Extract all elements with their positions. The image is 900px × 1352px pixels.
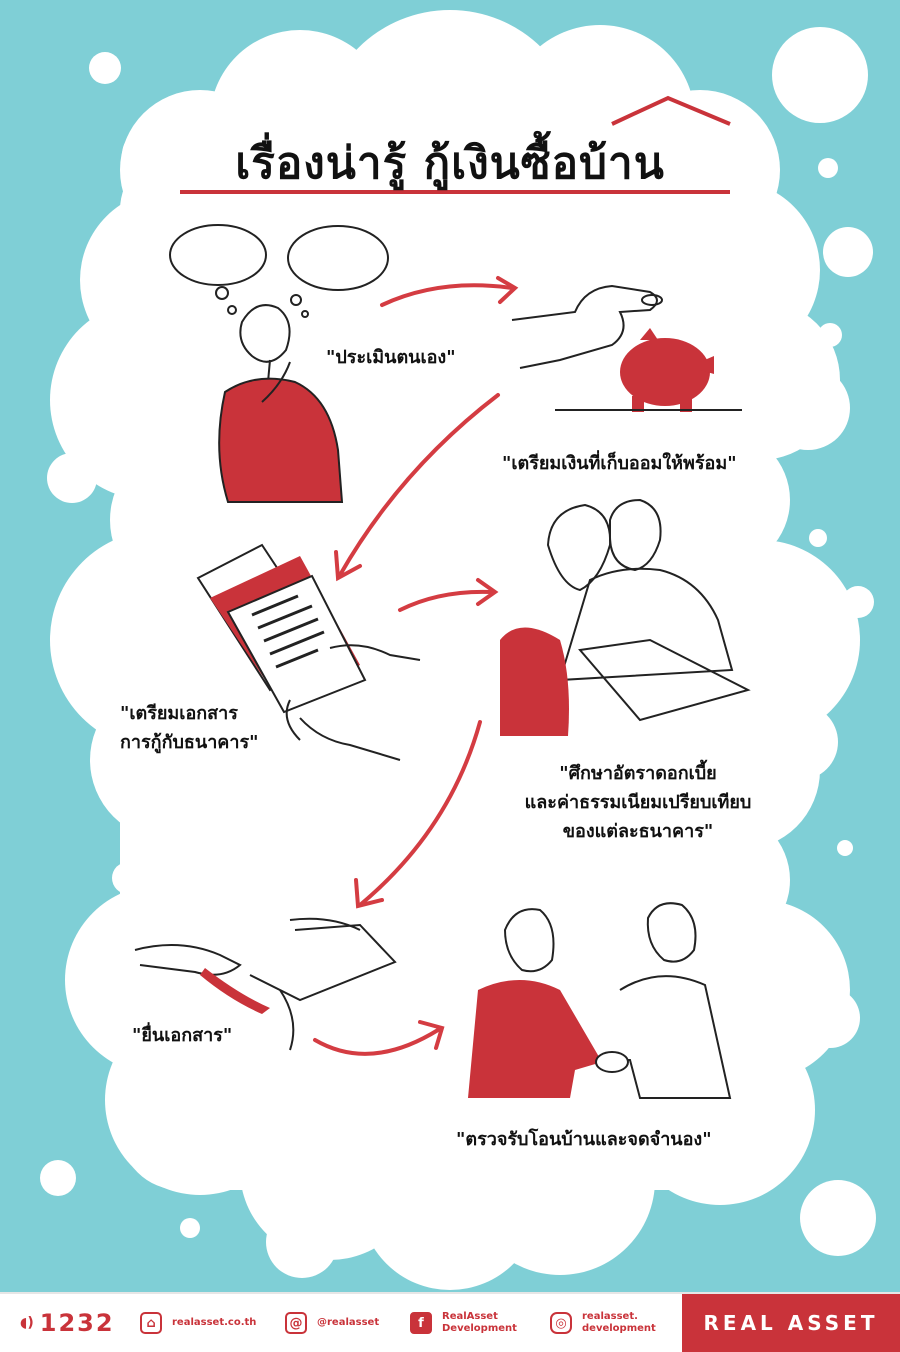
home-icon: ⌂	[140, 1312, 162, 1334]
step-4-caption: "ศึกษาอัตราดอกเบี้ย และค่าธรรมเนียมเปรีย…	[524, 763, 752, 842]
flow-arrows	[313, 276, 519, 1056]
facebook-text: RealAsset Development	[442, 1311, 517, 1334]
piggy-bank-illustration	[511, 284, 742, 412]
roof-icon	[611, 95, 731, 126]
hotline-number: 1232	[39, 1309, 115, 1337]
documents-illustration	[196, 543, 421, 761]
submit-documents-illustration	[134, 917, 397, 1051]
infographic-canvas: เรื่องน่ารู้ กู้เงินซื้อบ้าน "ประเมินตนเ…	[40, 10, 876, 1290]
step-5-caption: "ยื่นเอกสาร"	[132, 1025, 233, 1046]
handshake-illustration	[468, 902, 732, 1099]
line-link[interactable]: @ @realasset	[285, 1294, 379, 1352]
instagram-text: realasset. development	[582, 1311, 656, 1334]
step-2-caption: "เตรียมเงินที่เก็บออมให้พร้อม"	[502, 453, 737, 474]
facebook-link[interactable]: f RealAsset Development	[410, 1294, 517, 1352]
website-link[interactable]: ⌂ realasset.co.th	[140, 1294, 256, 1352]
at-icon: @	[285, 1312, 307, 1334]
website-text: realasset.co.th	[172, 1317, 257, 1328]
instagram-icon: ◎	[550, 1312, 572, 1334]
step-1-caption: "ประเมินตนเอง"	[326, 347, 456, 368]
step-6-caption: "ตรวจรับโอนบ้านและจดจำนอง"	[456, 1129, 712, 1150]
line-text: @realasset	[317, 1317, 380, 1328]
phone-icon: ◖)	[20, 1315, 34, 1331]
thinking-man-illustration	[169, 224, 389, 383]
bank-meeting-illustration	[500, 498, 751, 736]
brand-logo: REAL ASSET	[682, 1294, 900, 1352]
instagram-link[interactable]: ◎ realasset. development	[550, 1294, 656, 1352]
step-3-caption: "เตรียมเอกสาร การกู้กับธนาคาร"	[120, 703, 259, 753]
page-title: เรื่องน่ารู้ กู้เงินซื้อบ้าน	[235, 138, 665, 189]
hotline[interactable]: ◖) 1232	[20, 1294, 115, 1352]
cloud-background	[40, 10, 876, 1290]
facebook-icon: f	[410, 1312, 432, 1334]
footer-bar: ◖) 1232 ⌂ realasset.co.th @ @realasset f…	[0, 1292, 900, 1352]
